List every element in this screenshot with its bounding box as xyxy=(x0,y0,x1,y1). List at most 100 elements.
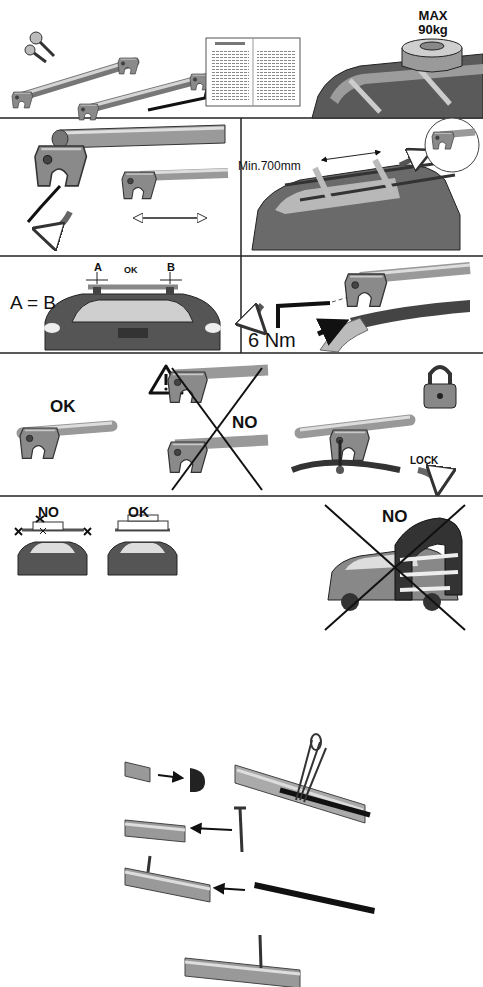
locked-foot xyxy=(292,417,438,490)
covered-car-prohibited xyxy=(325,505,465,630)
keys xyxy=(25,32,54,62)
car-with-bars xyxy=(252,118,479,250)
wrong-load-car xyxy=(84,528,91,535)
correct-load-car xyxy=(108,515,177,575)
car-rear-view xyxy=(97,272,98,284)
wrong-load-car xyxy=(18,542,87,575)
bolt-insertion xyxy=(234,807,246,810)
no-mark: NO xyxy=(232,414,258,432)
car-rear-view xyxy=(170,272,171,284)
correct-foot xyxy=(20,428,59,458)
car-rear-view xyxy=(86,280,108,281)
keys xyxy=(34,53,46,62)
manual xyxy=(206,38,300,106)
end-cap-assembly xyxy=(158,775,182,778)
keys xyxy=(40,42,54,56)
torque-tightening xyxy=(278,303,330,328)
bolt-insertion xyxy=(192,828,232,830)
locked-foot xyxy=(292,463,400,471)
strip-insertion xyxy=(125,856,375,914)
car-rear-view xyxy=(44,323,60,333)
end-cap-assembly xyxy=(190,768,205,792)
car-with-bars xyxy=(432,132,454,149)
car-rear-view xyxy=(72,300,193,322)
finished-bar xyxy=(185,935,300,987)
finished-bar xyxy=(185,958,300,987)
strip-cutting xyxy=(311,734,321,750)
roof-bar-pair xyxy=(88,78,205,109)
car-with-load xyxy=(312,39,483,118)
car-with-bars xyxy=(400,152,428,165)
strip-insertion xyxy=(254,882,375,914)
car-rear-view xyxy=(166,287,174,295)
padlock xyxy=(424,384,456,408)
wrong-load-car xyxy=(40,528,46,534)
covered-car-prohibited xyxy=(325,505,465,630)
covered-car-prohibited xyxy=(325,505,465,630)
allen-key xyxy=(148,89,207,110)
wrong-feet xyxy=(172,368,262,490)
warning-triangle xyxy=(164,387,167,390)
dimension-letter: B xyxy=(167,262,175,274)
wrong-load-car xyxy=(84,528,91,535)
car-with-bars xyxy=(425,118,479,172)
end-cap-assembly xyxy=(125,762,150,782)
roof-bar-pair xyxy=(118,58,139,74)
dimension-label: Min.700mm xyxy=(238,160,301,173)
no-mark: NO xyxy=(38,505,59,520)
correct-load-car xyxy=(108,542,177,575)
locked-foot xyxy=(330,430,369,460)
padlock xyxy=(430,367,450,385)
panel-borders xyxy=(0,495,483,497)
allen-key-turn xyxy=(28,186,60,222)
torque-tightening xyxy=(318,322,344,334)
locked-foot xyxy=(339,440,342,470)
bar-end-foot xyxy=(60,125,225,148)
car-with-load xyxy=(402,39,462,57)
wrong-feet xyxy=(168,368,268,490)
no-mark: NO xyxy=(382,508,408,526)
panel-borders xyxy=(0,118,483,496)
locked-foot xyxy=(418,470,438,490)
manual xyxy=(211,50,249,102)
roof-bar-pair xyxy=(12,58,211,120)
correct-load-car xyxy=(118,521,168,530)
wrong-load-car xyxy=(33,522,63,530)
bolt-insertion xyxy=(240,808,242,852)
covered-car-prohibited xyxy=(328,548,458,600)
strip-cutting xyxy=(235,734,370,823)
car-with-bars xyxy=(315,168,330,200)
car-rear-view xyxy=(45,294,220,350)
car-rear-view xyxy=(44,272,221,350)
lock-label: LOCK xyxy=(410,456,438,467)
car-with-bars xyxy=(252,165,460,250)
manual xyxy=(206,38,300,106)
allen-key-turn xyxy=(28,186,70,231)
wrong-feet xyxy=(168,372,207,402)
car-with-bars xyxy=(375,160,392,192)
bar-end-foot xyxy=(35,146,86,186)
roof-bar-pair xyxy=(78,104,99,120)
bolt-insertion xyxy=(125,808,246,852)
car-rear-view xyxy=(88,285,178,290)
torque-tightening xyxy=(350,300,470,330)
dimension-letter: A xyxy=(94,262,102,274)
wrong-load-car xyxy=(15,516,91,575)
correct-foot xyxy=(20,423,112,458)
wrong-feet xyxy=(172,368,262,490)
allen-key-turn xyxy=(38,212,70,231)
car-rear-view xyxy=(205,323,221,333)
wrong-load-car xyxy=(15,528,22,535)
bolt-insertion xyxy=(125,824,185,830)
car-rear-view xyxy=(160,280,182,281)
panel-borders xyxy=(240,118,242,353)
ok-mark: OK xyxy=(128,505,149,520)
strip-cutting xyxy=(237,770,363,810)
car-with-load xyxy=(420,70,450,104)
end-cap-assembly xyxy=(125,762,205,792)
car-rear-view xyxy=(93,287,101,295)
warning-triangle xyxy=(165,374,168,385)
